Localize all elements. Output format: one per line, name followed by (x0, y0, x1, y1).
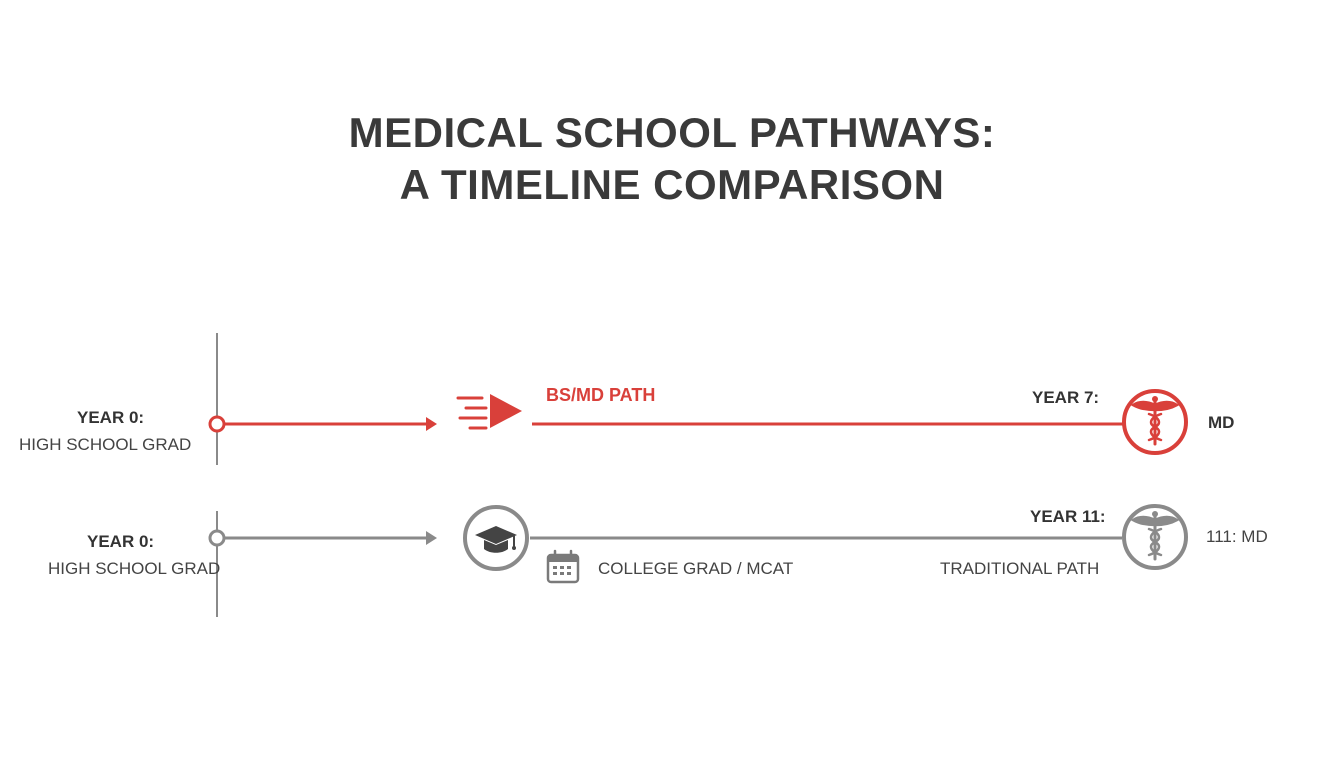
bsmd-start-node (208, 415, 226, 433)
calendar-icon (546, 549, 580, 584)
graduation-cap-node (463, 505, 529, 571)
bsmd-row (208, 389, 1188, 455)
traditional-milestone-label: COLLEGE GRAD / MCAT (598, 559, 794, 578)
fast-forward-icon (456, 394, 522, 430)
traditional-start-year: YEAR 0: (87, 532, 155, 551)
bsmd-md-node (1122, 389, 1188, 455)
traditional-path-label: TRADITIONAL PATH (940, 559, 1100, 578)
traditional-start-node (208, 529, 226, 547)
traditional-row (208, 504, 1188, 584)
graduation-cap-icon (475, 526, 517, 553)
caduceus-icon (1130, 396, 1180, 446)
page-title-line-1: MEDICAL SCHOOL PATHWAYS: (348, 109, 996, 156)
traditional-end-label: 111: MD (1206, 527, 1268, 546)
caduceus-icon (1130, 511, 1180, 561)
traditional-start-label: HIGH SCHOOL GRAD (48, 559, 221, 578)
bsmd-start-year: YEAR 0: (77, 408, 145, 427)
bsmd-start-label: HIGH SCHOOL GRAD (19, 435, 192, 454)
traditional-arrowhead (426, 531, 437, 545)
bsmd-end-label: MD (1208, 413, 1235, 432)
page-title-line-2: A TIMELINE COMPARISON (399, 161, 945, 208)
traditional-md-node (1122, 504, 1188, 570)
traditional-end-year: YEAR 11: (1030, 507, 1106, 526)
bsmd-path-label: BS/MD PATH (546, 385, 656, 405)
bsmd-end-year: YEAR 7: (1032, 388, 1100, 407)
bsmd-arrowhead (426, 417, 437, 431)
